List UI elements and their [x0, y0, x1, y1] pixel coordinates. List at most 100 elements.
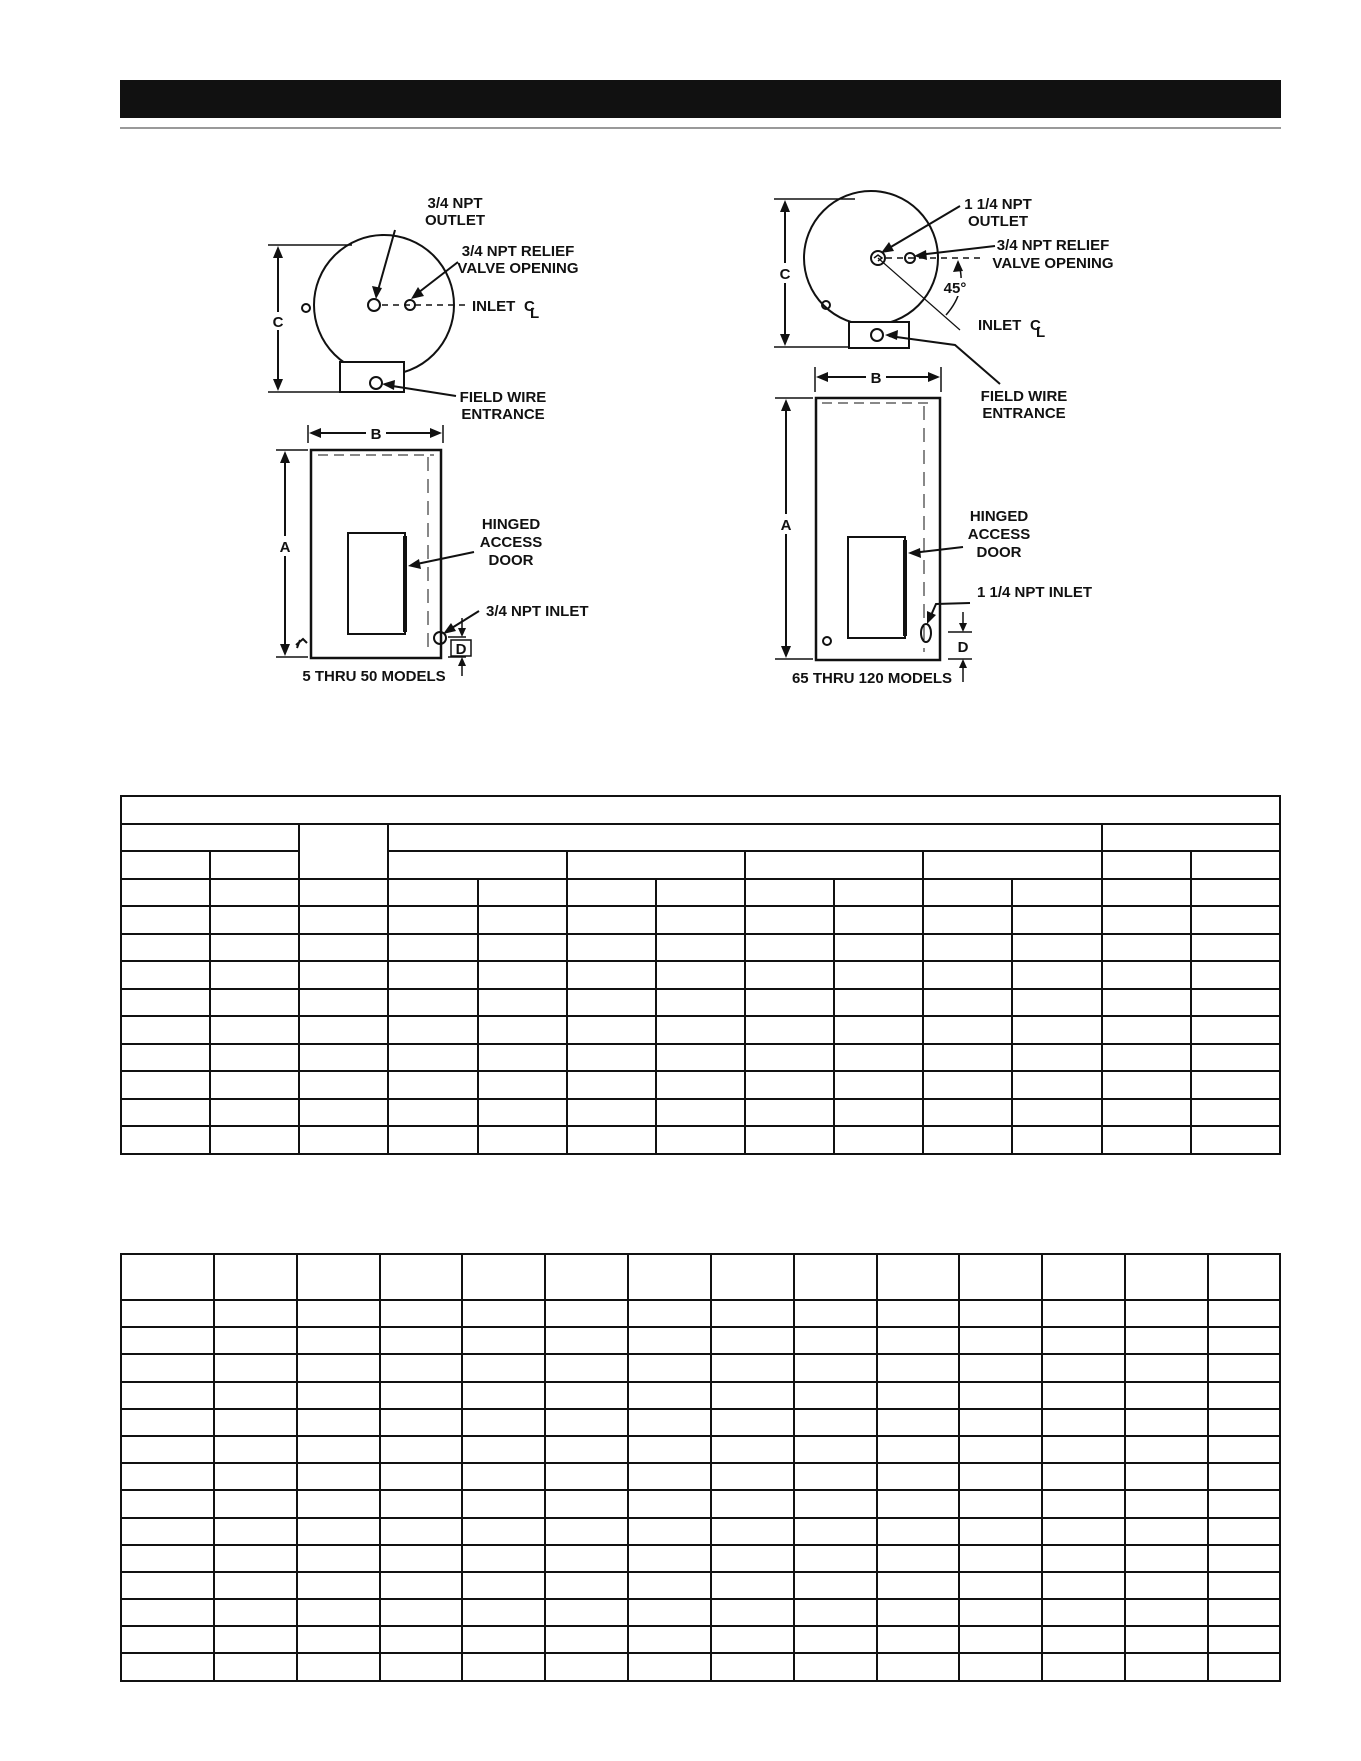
table-row	[120, 1625, 1281, 1655]
table-cell	[298, 1015, 390, 1045]
table-cell	[792, 1543, 878, 1573]
table-cell	[1100, 1097, 1192, 1127]
table-cell	[120, 1489, 215, 1519]
table-row	[119, 960, 1282, 990]
table-cell	[1189, 1042, 1282, 1072]
table-cell	[1207, 1625, 1281, 1655]
table-cell	[476, 1097, 568, 1127]
table-cell	[378, 1353, 464, 1383]
table-row	[119, 905, 1282, 935]
table-cell	[295, 1625, 381, 1655]
table-row	[119, 1070, 1282, 1100]
npt-inlet-label: 3/4 NPT INLET	[486, 603, 589, 620]
table-cell	[958, 1434, 1044, 1465]
table-header-cell	[792, 1253, 878, 1301]
table-cell	[1100, 932, 1192, 962]
table-cell	[922, 932, 1014, 962]
table-cell	[792, 1434, 878, 1465]
table-cell	[1124, 1652, 1209, 1682]
table-cell	[958, 1462, 1044, 1492]
table-cell	[1041, 1407, 1127, 1437]
table-cell	[378, 1434, 464, 1465]
table-cell	[654, 1070, 746, 1100]
table-cell	[461, 1326, 547, 1356]
table-cell	[387, 1097, 479, 1127]
table-cell	[378, 1543, 464, 1573]
table-cell	[1207, 1326, 1281, 1356]
dim-b-label: B	[871, 370, 882, 387]
table-cell	[213, 1598, 298, 1628]
table-cell	[1041, 1625, 1127, 1655]
table-cell	[875, 1570, 961, 1601]
table-cell	[958, 1326, 1044, 1356]
table-cell	[295, 1652, 381, 1682]
table-cell	[119, 1097, 212, 1127]
table-cell	[922, 1125, 1014, 1155]
table-cell	[1041, 1326, 1127, 1356]
table-subheader-row	[119, 850, 1282, 880]
table-cell	[295, 1298, 381, 1329]
npt-inlet-label: 1 1/4 NPT INLET	[977, 584, 1092, 601]
table-cell	[461, 1652, 547, 1682]
table-cell	[958, 1407, 1044, 1437]
table-cell	[709, 1407, 795, 1437]
table-cell	[120, 1543, 215, 1573]
outlet-label-2: OUTLET	[968, 213, 1028, 230]
table-cell	[833, 1070, 925, 1100]
table-cell	[922, 1042, 1014, 1072]
table-row	[119, 1097, 1282, 1127]
table-cell	[387, 960, 479, 990]
table-cell	[461, 1489, 547, 1519]
table-cell	[1011, 932, 1103, 962]
table-cell	[792, 1598, 878, 1628]
table-row	[119, 932, 1282, 962]
table-cell	[627, 1298, 712, 1329]
table-cell	[743, 1042, 836, 1072]
table-cell	[120, 1570, 215, 1601]
tank-front-view	[309, 448, 443, 660]
table-cell	[120, 1298, 215, 1329]
table-cell	[743, 1097, 836, 1127]
table-cell	[119, 1015, 212, 1045]
table-header-row	[120, 1253, 1281, 1301]
table-cell	[1189, 987, 1282, 1017]
table-cell	[1124, 1462, 1209, 1492]
table-cell	[1124, 1598, 1209, 1628]
table-cell	[875, 1462, 961, 1492]
table-cell	[627, 1353, 712, 1383]
table-cell	[120, 1353, 215, 1383]
table-cell	[792, 1353, 878, 1383]
dim-a-label: A	[781, 517, 792, 534]
table-cell	[1189, 932, 1282, 962]
table-cell	[627, 1625, 712, 1655]
table-cell	[875, 1326, 961, 1356]
table-header-cell	[1041, 1253, 1127, 1301]
table-cell	[295, 1326, 381, 1356]
table-cell	[958, 1598, 1044, 1628]
table-cell	[544, 1489, 630, 1519]
ratings-table	[120, 1253, 1281, 1682]
table-cell	[709, 1298, 795, 1329]
table-cell	[922, 987, 1014, 1017]
hinged-label-3: DOOR	[977, 544, 1022, 561]
table-cell	[461, 1516, 547, 1546]
table-cell	[461, 1462, 547, 1492]
table-cell	[1041, 1598, 1127, 1628]
table-cell	[565, 1015, 657, 1045]
table-cell	[120, 1380, 215, 1410]
table-cell	[1207, 1434, 1281, 1465]
table-cell	[378, 1625, 464, 1655]
table-cell	[792, 1462, 878, 1492]
relief-label-2: VALVE OPENING	[457, 260, 578, 277]
table-cell	[1100, 1070, 1192, 1100]
table-cell	[709, 1570, 795, 1601]
table-cell	[1100, 905, 1192, 935]
table-cell	[792, 1489, 878, 1519]
outlet-fitting	[870, 250, 886, 266]
table-cell	[476, 1042, 568, 1072]
table-cell	[875, 1489, 961, 1519]
table-cell	[654, 1097, 746, 1127]
table-cell	[298, 1070, 390, 1100]
table-cell	[833, 987, 925, 1017]
table-cell	[461, 1380, 547, 1410]
